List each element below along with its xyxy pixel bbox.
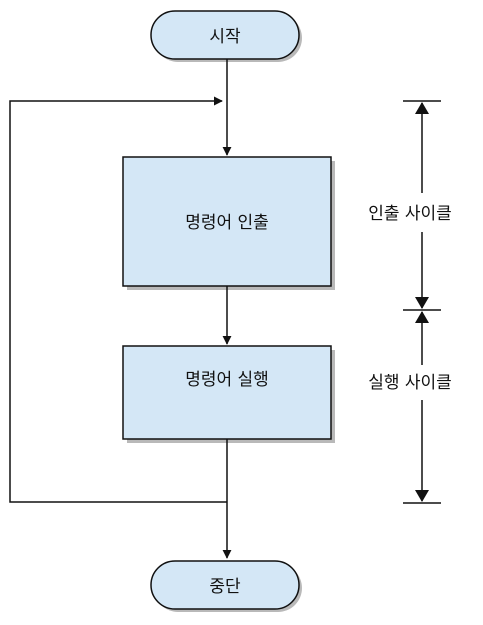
execute-label: 명령어 실행 <box>185 370 269 390</box>
execute-cycle-label: 실행 사이클 <box>368 373 452 393</box>
loop-back-arrow <box>9 96 227 503</box>
fetch-label: 명령어 인출 <box>185 213 269 233</box>
stop-terminal: 중단 <box>150 560 302 612</box>
start-terminal: 시작 <box>150 10 302 62</box>
stop-label: 중단 <box>209 577 241 597</box>
start-label: 시작 <box>209 27 241 47</box>
fetch-process: 명령어 인출 <box>122 156 335 290</box>
execute-process: 명령어 실행 <box>122 345 335 443</box>
fetch-cycle-label: 인출 사이클 <box>368 204 452 224</box>
